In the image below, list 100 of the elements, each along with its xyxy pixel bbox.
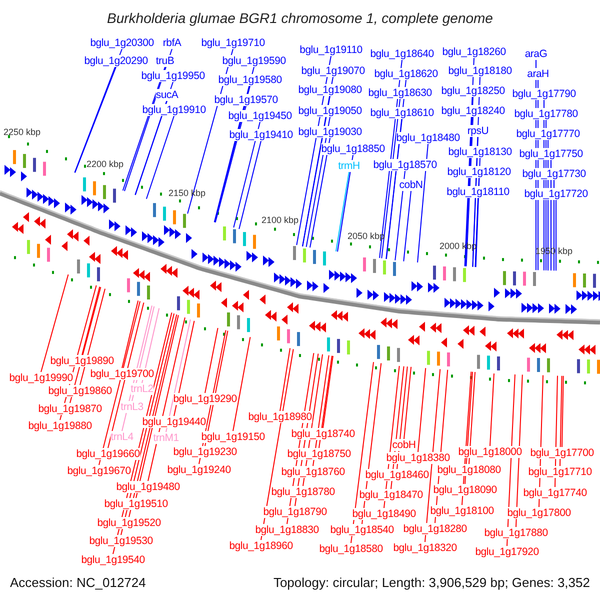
leader-line [418,368,426,452]
gene-label: bglu_1g17710 [528,466,592,478]
leader-line [336,154,354,252]
gene-label: bglu_1g18120 [447,166,511,178]
gene-label: bglu_1g17700 [530,447,594,459]
gene-label: bglu_1g17790 [512,88,576,100]
gene-label: bglu_1g19950 [141,70,205,82]
leader-line [403,190,412,262]
gene-label: truB [156,55,174,67]
leader-line [475,178,480,268]
leader-line [80,288,106,386]
leader-line [134,100,168,196]
gene-label: bglu_1g19870 [38,403,102,415]
gene-label: cobN [399,179,423,191]
gene-label: bglu_1g17880 [484,527,548,539]
leader-line [232,336,251,432]
gene-label: bglu_1g19910 [142,104,206,116]
gene-label: bglu_1g18460 [365,469,429,481]
gene-label: bglu_1g18760 [281,466,345,478]
gene-label: bglu_1g18260 [442,46,506,58]
gene-label: bglu_1g19030 [298,126,362,138]
gene-label: sucA [156,89,178,101]
leader-line [404,366,412,440]
gene-label: trmH [338,160,360,172]
gene-label: bglu_1g18250 [441,85,505,97]
gene-label: bglu_1g18110 [446,186,510,198]
gene-label: bglu_1g18490 [352,508,416,520]
leader-line [280,348,291,412]
leader-line [74,48,122,174]
gene-label: bglu_1g18620 [374,68,438,80]
gene-label: cobH [392,439,416,451]
gene-label: bglu_1g18830 [255,524,319,536]
leader-line [562,375,564,448]
accession-label: Accession: NC_012724 [10,575,146,590]
gene-label: araH [527,68,549,80]
leader-line [490,373,494,446]
leader-line [474,198,478,268]
leader-line [98,300,141,466]
gene-label: bglu_1g18280 [403,523,467,535]
gene-label: bglu_1g18130 [448,146,512,158]
gene-label: bglu_1g19440 [142,416,206,428]
gene-label: bglu_1g18630 [368,87,432,99]
gene-label: rbfA [162,37,182,49]
gene-label: bglu_1g19530 [89,535,153,547]
gene-label: bglu_1g19110 [300,44,362,56]
gene-label: bglu_1g19410 [229,129,293,141]
gene-label: bglu_1g19860 [48,385,112,397]
gene-label: bglu_1g19990 [9,372,73,384]
gene-label: bglu_1g17780 [514,108,578,120]
leader-line [322,355,334,428]
gene-label: trnL4 [110,431,134,443]
gene-label: bglu_1g17800 [507,507,571,519]
gene-label: bglu_1g18980 [248,411,312,423]
leader-line [108,302,144,448]
gene-label: bglu_1g18480 [396,132,460,144]
gene-label: bglu_1g20290 [84,55,148,67]
gene-label: bglu_1g19050 [298,105,362,117]
title: Burkholderia glumae BGR1 chromosome 1, complete genome [106,10,494,26]
leader-line [148,317,186,482]
gene-label: bglu_1g18740 [291,428,355,440]
gene-label: bglu_1g19080 [298,84,362,96]
gene-label: bglu_1g18780 [271,486,335,498]
gene-label: bglu_1g17920 [475,546,539,558]
gene-label: bglu_1g18470 [359,489,423,501]
gene-label: bglu_1g18790 [263,506,327,518]
leader-line [417,144,428,263]
gene-label: bglu_1g17720 [524,188,588,200]
gene-label: bglu_1g19700 [90,368,154,380]
gene-label: bglu_1g19580 [218,74,282,86]
gene-label: bglu_1g19890 [50,355,114,367]
gene-label: bglu_1g18100 [430,505,494,517]
leader-line [335,172,350,252]
gene-label: rpsU [467,125,489,137]
gene-label: bglu_1g19710 [201,37,265,49]
leader-line [174,320,195,416]
leader-line [82,286,100,356]
gene-label: bglu_1g19450 [228,110,292,122]
gene-label: bglu_1g19070 [301,65,365,77]
leader-line [560,375,562,466]
gene-label: bglu_1g17740 [523,487,587,499]
gene-label: bglu_1g18850 [321,143,385,155]
scale-label: 2200 kbp [86,158,124,169]
gene-label: bglu_1g19520 [97,517,161,529]
gene-label: bglu_1g19230 [173,446,237,458]
genome-summary: Topology: circular; Length: 3,906,529 bp; Genes: 3,352 [273,575,590,590]
leader-line [166,319,191,432]
gene-label: bglu_1g18320 [393,542,457,554]
leader-line [468,372,476,464]
gene-label: araG [524,48,548,60]
gene-label: trnL2 [130,383,154,395]
leader-line [238,140,262,230]
scale-label: 2250 kbp [3,126,41,137]
gene-label: bglu_1g19570 [214,94,278,106]
gene-label: bglu_1g18540 [330,524,394,536]
gene-label: bglu_1g18580 [319,543,383,555]
gene-label: bglu_1g17750 [519,148,583,160]
gene-label: bglu_1g20300 [90,37,154,49]
gene-label: bglu_1g18090 [433,484,497,496]
leader-line [310,138,330,248]
leader-line [394,170,406,261]
